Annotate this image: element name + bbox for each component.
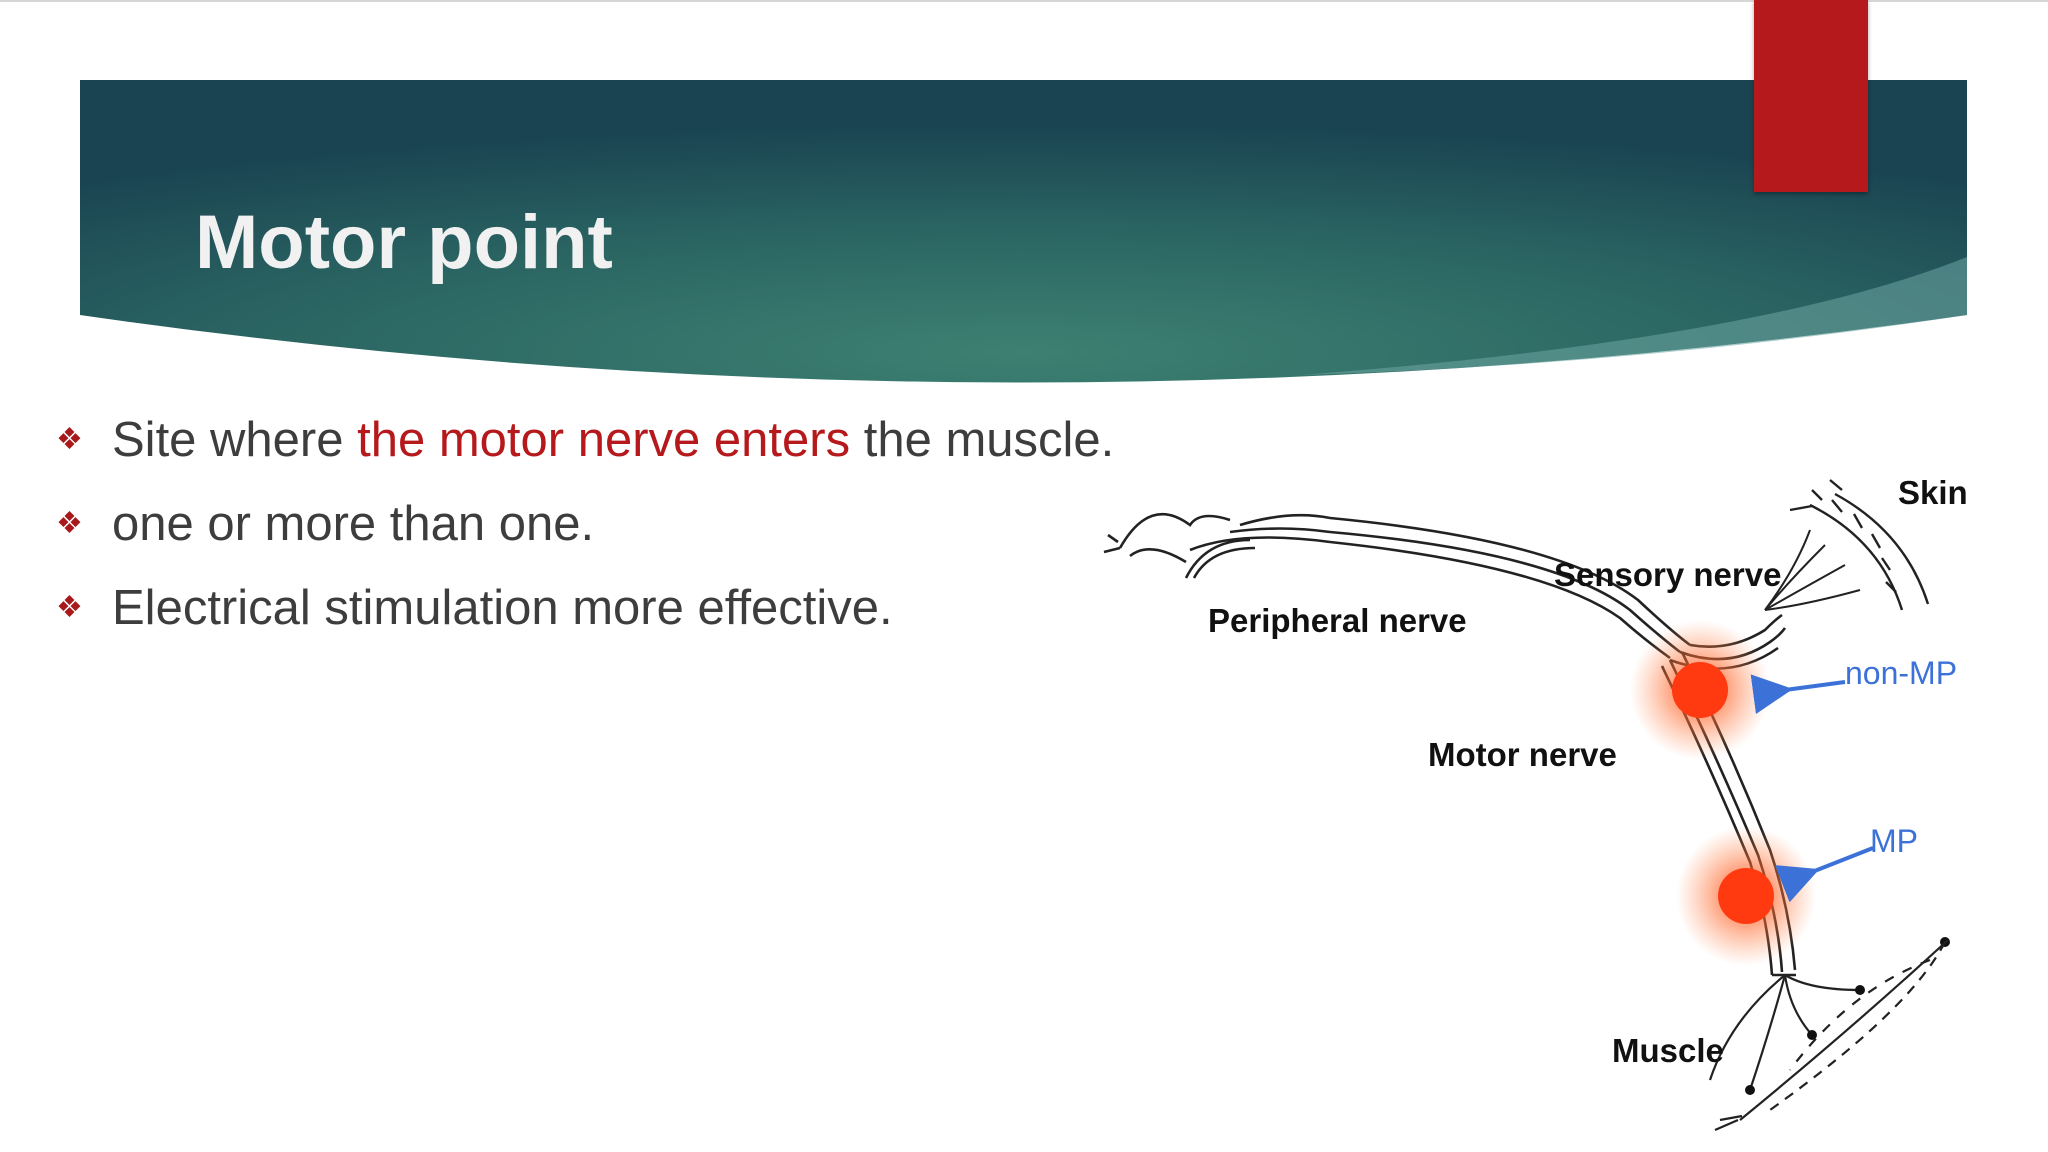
sensory-nerve-endings (1764, 529, 1861, 611)
bullet-highlight-text: the motor nerve enters (357, 413, 851, 467)
muscle-endplates (1745, 937, 1950, 1095)
diamond-cluster-icon: ❖ (56, 423, 83, 456)
peripheral-nerve (1103, 512, 1331, 579)
nerve-diagram: Skin Sensory nerve Peripheral nerve Moto… (1103, 474, 1968, 1132)
label-skin: Skin (1898, 474, 1968, 511)
bullet-text: Electrical stimulation more effective. (112, 581, 893, 635)
bullet-item: ❖ Electrical stimulation more effective. (56, 566, 1114, 650)
label-mp: MP (1870, 823, 1918, 859)
header-banner-highlight (1300, 257, 1967, 375)
slide-title: Motor point (195, 200, 613, 285)
label-muscle: Muscle (1612, 1032, 1724, 1069)
label-non-mp: non-MP (1845, 655, 1957, 691)
mp-stimulation-dot (1718, 868, 1774, 924)
label-sensory-nerve: Sensory nerve (1554, 556, 1781, 593)
muscle-endings (1708, 974, 1861, 1091)
diamond-cluster-icon: ❖ (56, 507, 83, 540)
bullet-text: Site where (112, 413, 358, 467)
bullet-text-end: the muscle. (850, 413, 1115, 467)
bullet-list: ❖ Site where the motor nerve enters the m… (56, 398, 1114, 650)
header-banner (80, 80, 1967, 383)
non-mp-stimulation-dot (1672, 662, 1728, 718)
label-motor-nerve: Motor nerve (1428, 736, 1617, 773)
bullet-text: one or more than one. (112, 497, 595, 551)
bullet-item: ❖ one or more than one. (56, 482, 1114, 566)
top-rule (0, 0, 2048, 2)
red-accent-tab (1754, 0, 1868, 192)
mp-arrow (1774, 846, 1874, 903)
header-banner-shape (80, 80, 1967, 383)
bullet-item: ❖ Site where the motor nerve enters the m… (56, 398, 1114, 482)
diamond-cluster-icon: ❖ (56, 591, 83, 624)
label-peripheral-nerve: Peripheral nerve (1208, 602, 1467, 639)
non-mp-arrow (1750, 674, 1846, 715)
muscle-body (1714, 939, 1949, 1132)
skin-layer (1789, 479, 1930, 611)
